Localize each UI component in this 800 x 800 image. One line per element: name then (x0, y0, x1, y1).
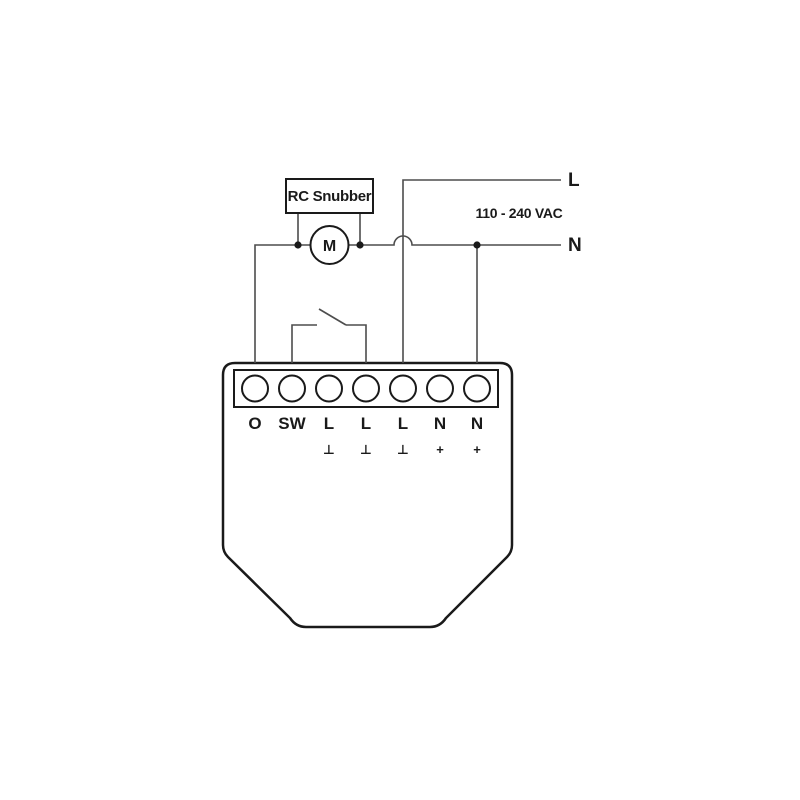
terminal-circle-n1 (426, 374, 454, 403)
line-supply-wire (402, 179, 561, 363)
relay-device: O SW L L L N N ⊥ ⊥ ⊥ + + (221, 361, 514, 629)
junction-dot-neutral (473, 241, 481, 249)
terminal-circle-l2 (352, 374, 380, 403)
supply-labels: L N 110 - 240 VAC (476, 170, 582, 256)
neutral-label: N (568, 235, 582, 256)
terminal-label-l1: L (324, 414, 334, 433)
voltage-label: 110 - 240 VAC (476, 205, 563, 221)
wiring (254, 179, 561, 363)
rc-snubber: RC Snubber (285, 178, 374, 214)
terminal-label-n1: N (434, 414, 446, 433)
switch-blade (318, 308, 347, 326)
junction-dot-snubber-right (356, 241, 364, 249)
terminal-symbol-l2: ⊥ (360, 442, 372, 457)
terminal-label-sw: SW (278, 414, 306, 433)
motor: M (309, 225, 350, 265)
rc-snubber-leads (297, 213, 361, 245)
terminal-symbol-l3: ⊥ (397, 442, 409, 457)
terminal-circle-n2 (463, 374, 491, 403)
device-body (221, 361, 514, 629)
terminal-label-n2: N (471, 414, 483, 433)
motor-circle (309, 225, 350, 265)
terminal-circle-sw (278, 374, 306, 403)
terminal-symbol-l1: ⊥ (323, 442, 335, 457)
line-label: L (568, 170, 580, 191)
junction-dot-snubber-left (294, 241, 302, 249)
terminal-label-o: O (248, 414, 261, 433)
neutral-motor-wire (254, 235, 561, 363)
terminal-label-l2: L (361, 414, 371, 433)
terminal-label-l3: L (398, 414, 408, 433)
terminal-circle-o (241, 374, 269, 403)
switch-wire (291, 324, 367, 363)
rc-snubber-label: RC Snubber (288, 188, 372, 205)
rc-snubber-box (285, 178, 374, 214)
terminal-circle-l1 (315, 374, 343, 403)
terminal-circle-l3 (389, 374, 417, 403)
terminal-symbol-n1: + (436, 442, 444, 457)
terminal-symbol-n2: + (473, 442, 481, 457)
motor-label: M (323, 238, 336, 255)
